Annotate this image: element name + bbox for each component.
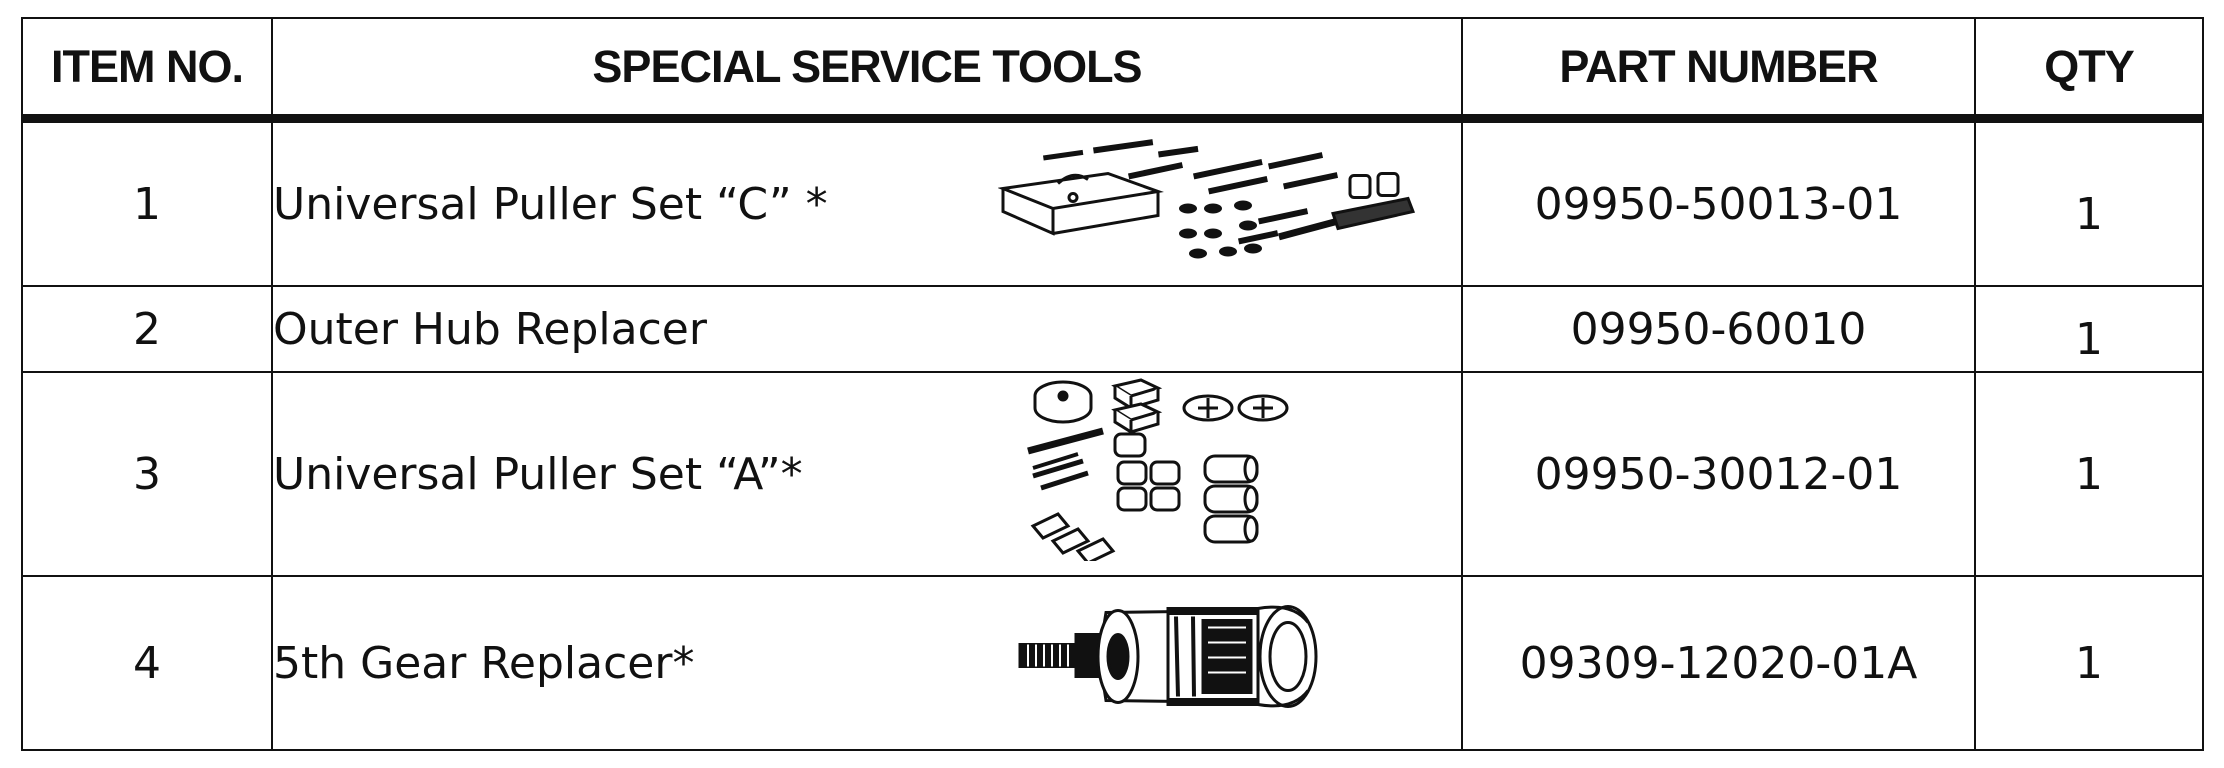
puller-set-a-illustration [1023,376,1323,572]
tool-cell: Universal Puller Set “A”* [271,371,1463,577]
item-number: 2 [21,285,273,373]
header-row: ITEM NO. SPECIAL SERVICE TOOLS PART NUMB… [21,17,2204,123]
table-row: 2 Outer Hub Replacer 09950-60010 1 [21,285,2204,373]
table-row: 1 Universal Puller Set “C” * [21,117,2204,287]
item-number: 1 [21,117,273,287]
tool-cell: Universal Puller Set “C” * [271,117,1463,287]
part-number: 09950-30012-01 [1461,371,1976,577]
tool-name: Universal Puller Set “C” * [273,178,828,230]
gear-replacer-illustration [1018,583,1318,744]
part-number: 09950-60010 [1461,285,1976,373]
table-row: 3 Universal Puller Set “A”* [21,371,2204,577]
header-item-no: ITEM NO. [21,17,273,123]
header-part-number: PART NUMBER [1461,17,1976,123]
table-row: 4 5th Gear Replacer* [21,575,2204,751]
header-qty: QTY [1974,17,2204,123]
tool-cell: 5th Gear Replacer* [271,575,1463,751]
quantity: 1 [1974,575,2204,751]
item-number: 4 [21,575,273,751]
part-number: 09950-50013-01 [1461,117,1976,287]
puller-set-c-illustration [997,134,1438,275]
tool-name: Universal Puller Set “A”* [273,448,803,500]
item-number: 3 [21,371,273,577]
quantity: 1 [1974,117,2204,287]
part-number: 09309-12020-01A [1461,575,1976,751]
header-special-service-tools: SPECIAL SERVICE TOOLS [271,17,1463,123]
special-service-tools-table: ITEM NO. SPECIAL SERVICE TOOLS PART NUMB… [21,17,2204,751]
tool-name: Outer Hub Replacer [273,303,707,355]
quantity: 1 [1974,371,2204,577]
quantity: 1 [1974,285,2204,373]
tool-name: 5th Gear Replacer* [273,637,695,689]
tool-cell: Outer Hub Replacer [271,285,1463,373]
